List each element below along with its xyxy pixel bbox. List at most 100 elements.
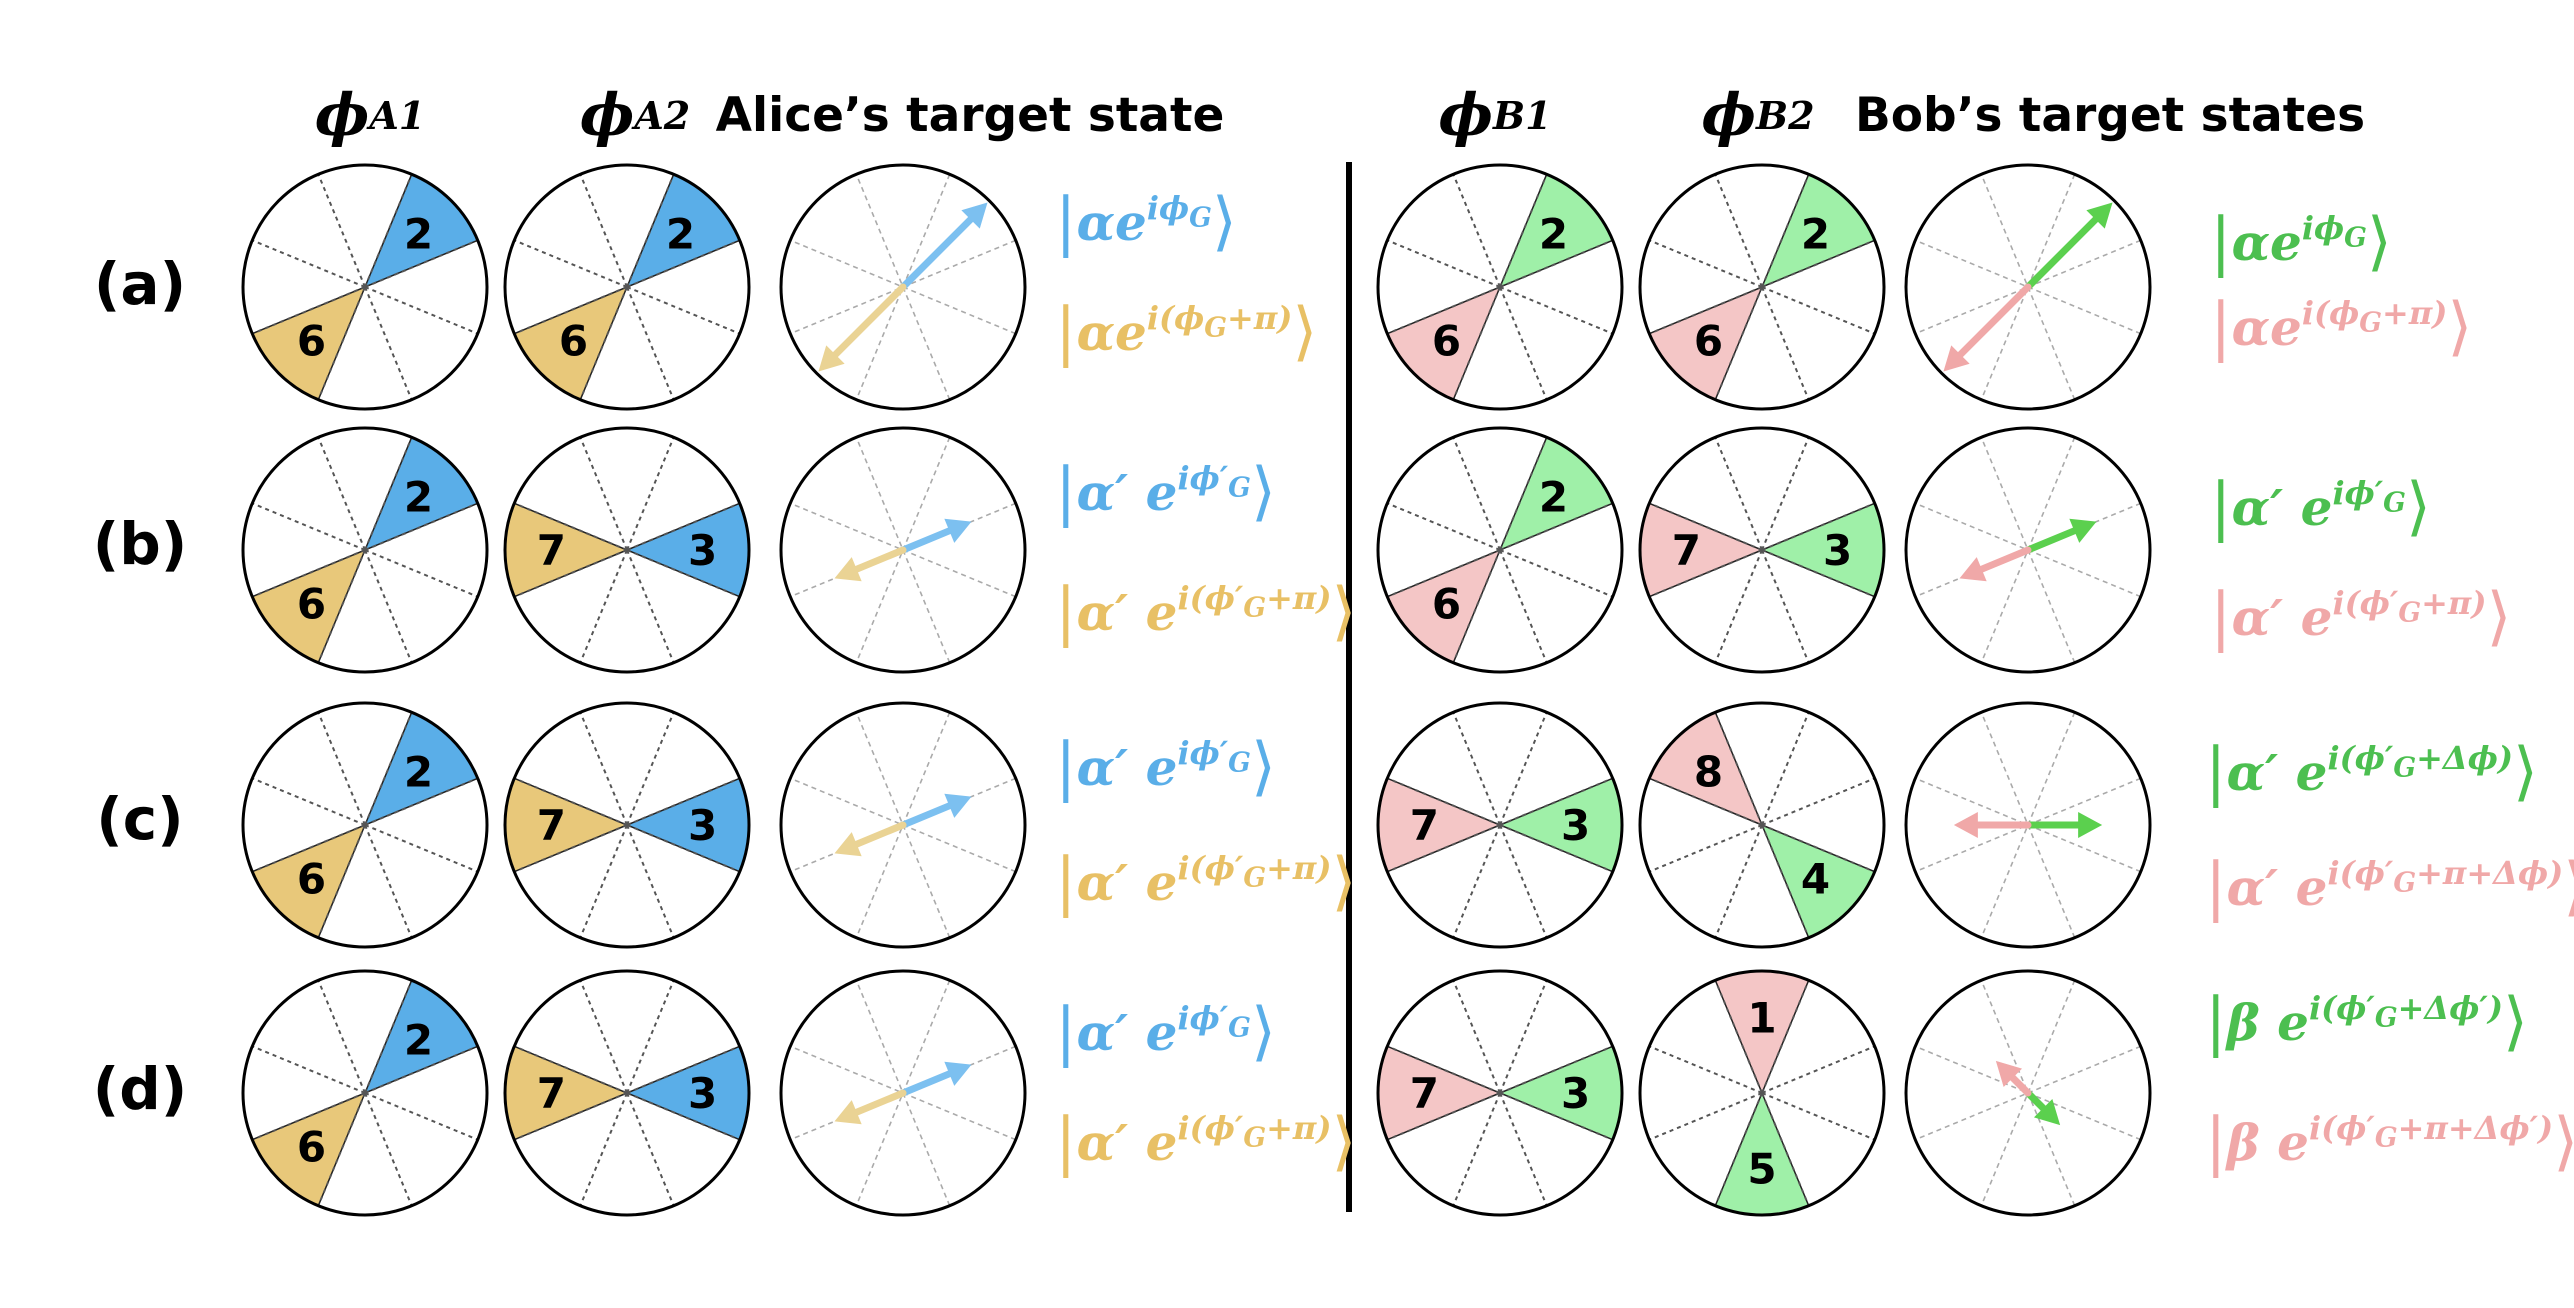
sector-7 [504,777,629,873]
ket-base: αe [1076,192,1147,252]
ket-exp-tail: +π) [1227,299,1293,338]
ket-exp-sub: G [2398,597,2422,629]
ket-close-bracket: ⟩ [2405,470,2431,544]
sector-label: 7 [1410,1069,1439,1118]
ket-exp-tail: +π) [2382,294,2448,333]
wheel-outline [241,969,489,1217]
ket-exp-tail: +π) [1266,849,1332,888]
ket-exp-tail: +Δϕ) [2416,739,2513,778]
ket-close-bracket: ⟩ [1211,185,1237,259]
header-phi-a1-symbol: ϕ [314,81,370,149]
ket-exp-sub: G [2359,307,2383,339]
ket-close-bracket: ⟩ [1331,845,1357,919]
ket-exp-sub: G [2393,752,2417,784]
sector-label: 7 [537,801,566,850]
sector-label: 7 [537,526,566,575]
state-arrow-head-0 [944,1061,972,1086]
sector-7 [1377,777,1502,873]
sector-label: 6 [297,854,326,903]
ket-exp: iϕ [1146,189,1190,228]
ket-exp: i(ϕ′ [2327,739,2394,778]
ket-close-bracket: ⟩ [2447,290,2473,364]
ket-base: α′ e [2231,587,2333,647]
wheel-outline [1638,969,1886,1217]
state-arrow-head-1 [818,345,845,372]
disk-b-phi-a1: 26 [241,426,489,674]
ket-c-alice-1: |α′ eiϕ′G⟩ [1055,735,1276,799]
wheel-outline [1376,426,1624,674]
sector-label: 2 [404,748,433,797]
ket-open-bracket: | [2210,205,2232,279]
ket-a-bob-1: |αeiϕG⟩ [2210,210,2392,274]
state-arrow-head-1 [1959,557,1987,582]
state-arrow-head-1 [834,557,862,582]
wheel-outline [1904,163,2152,411]
state-arrow-shaft-0 [2024,527,2078,554]
sector-label: 3 [688,801,717,850]
sector-label: 5 [1747,1145,1776,1194]
ket-open-bracket: | [2210,470,2232,544]
header-phi-a1-sub: A1 [369,92,426,138]
disk-d-phi-a1: 26 [241,969,489,1217]
ket-open-bracket: | [2205,735,2227,809]
wheel-outline [241,426,489,674]
sector-7 [504,1045,629,1141]
sector-label: 7 [1672,526,1701,575]
state-arrow-head-1 [1995,1060,2023,1088]
ket-exp-tail: +π) [1266,1109,1332,1148]
ket-open-bracket: | [2205,850,2227,924]
disk-a-phi-b2: 26 [1638,163,1886,411]
wheel-outline [1904,969,2152,1217]
ket-b-bob-2: |α′ ei(ϕ′G+π)⟩ [2210,585,2511,649]
ket-exp: iϕ′ [2332,474,2384,513]
ket-exp: i(ϕ′ [2327,854,2394,893]
state-arrow-shaft-1 [831,283,907,359]
ket-base: α′ e [1076,462,1178,522]
ket-d-alice-2: |α′ ei(ϕ′G+π)⟩ [1055,1110,1356,1174]
disk-c-alice-target [779,701,1027,949]
ket-open-bracket: | [1055,730,1077,804]
sector-label: 3 [688,526,717,575]
disk-c-phi-a2: 37 [503,701,751,949]
disk-a-bob-target [1904,163,2152,411]
disk-b-alice-target [779,426,1027,674]
ket-base: α′ e [2226,742,2328,802]
ket-b-alice-2: |α′ ei(ϕ′G+π)⟩ [1055,580,1356,644]
state-arrow-shaft-1 [1978,546,2032,573]
ket-exp-sub: G [2374,1122,2398,1154]
ket-exp: i(ϕ′ [1177,849,1244,888]
ket-close-bracket: ⟩ [1331,1105,1357,1179]
ket-c-bob-1: |α′ ei(ϕ′G+Δϕ)⟩ [2205,740,2538,804]
sector-label: 2 [1539,210,1568,259]
ket-exp: iϕ [2301,209,2345,248]
sector-label: 6 [297,579,326,628]
wheel-outline [1638,163,1886,411]
disk-a-phi-a1: 26 [241,163,489,411]
sector-7 [1377,1045,1502,1141]
ket-exp-sub: G [1228,1012,1251,1044]
ket-exp-sub: G [1243,862,1267,894]
ket-close-bracket: ⟩ [2512,735,2538,809]
ket-base: α′ e [1076,582,1178,642]
disk-c-bob-target [1904,701,2152,949]
wheel-outline [1376,163,1624,411]
ket-exp: i(ϕ [1146,299,1205,338]
state-arrow-head-0 [944,793,972,818]
ket-base: β e [2226,992,2309,1052]
ket-d-bob-1: |β ei(ϕ′G+Δϕ′)⟩ [2205,990,2528,1054]
wheel-outline [1638,426,1886,674]
ket-exp: i(ϕ′ [2308,989,2375,1028]
ket-exp-sub: G [1228,472,1251,504]
state-arrow-shaft-0 [2024,215,2100,291]
sector-label: 2 [666,210,695,259]
ket-base: β e [2226,1112,2309,1172]
ket-close-bracket: ⟩ [2502,985,2528,1059]
disk-a-phi-a2: 26 [503,163,751,411]
ket-base: α′ e [1076,1002,1178,1062]
ket-exp-sub: G [2374,1002,2398,1034]
ket-a-bob-2: |αei(ϕG+π)⟩ [2210,295,2472,359]
ket-exp: iϕ′ [1177,459,1229,498]
sector-label: 3 [1561,1069,1590,1118]
